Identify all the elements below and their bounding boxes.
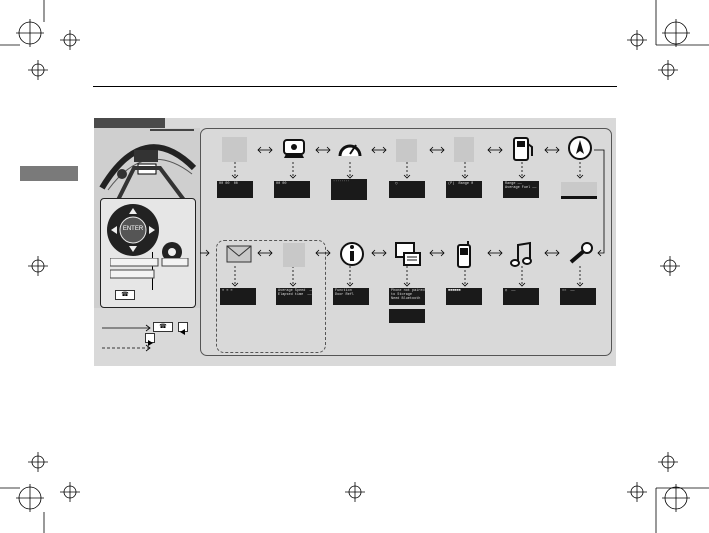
music-icon <box>510 241 532 267</box>
top-screen-4: ◯ <box>389 181 425 198</box>
button-rows <box>110 258 189 279</box>
bottom-screen-4b <box>389 309 425 323</box>
display-cycle-frame <box>200 128 612 356</box>
blank-icon <box>222 137 247 162</box>
blank-icon <box>454 137 474 162</box>
directional-pad[interactable] <box>106 203 160 257</box>
gauge-icon <box>338 144 362 157</box>
mobile-phone-icon <box>457 241 471 268</box>
legend-right-key-icon <box>145 333 155 346</box>
chapter-tab <box>20 166 78 181</box>
top-screen-6: Range —— Average Fuel —— <box>503 181 539 198</box>
envelope-icon <box>226 245 252 263</box>
info-icon <box>340 242 364 266</box>
home-key-icon: ☎ <box>115 290 135 300</box>
legend-left-key-icon <box>178 322 188 335</box>
panel-title-tab <box>94 118 165 128</box>
blank-icon <box>283 243 305 267</box>
bottom-screen-6: ◎ —— <box>503 288 539 305</box>
bottom-screen-3: Function Door Refl <box>333 288 369 305</box>
phone-screen-icon <box>395 242 421 266</box>
enter-button-label[interactable]: ENTER <box>122 226 144 232</box>
top-screen-3: ········ <box>331 179 367 200</box>
bottom-screen-4: Phone not paired to Storage Need Bluetoo… <box>389 288 425 305</box>
optional-screens-group <box>216 240 326 353</box>
top-screen-7 <box>561 182 597 199</box>
legend-arrows <box>102 324 151 352</box>
bottom-screen-2: Average Speed —— Elapsed time —— <box>276 288 312 305</box>
bottom-screen-5: ■■■■■■ <box>446 288 482 305</box>
wrench-icon <box>569 242 593 264</box>
header-rule <box>93 86 617 87</box>
compass-icon <box>568 136 592 160</box>
blank-icon <box>396 139 417 162</box>
legend-home-key-icon: ☎ <box>153 322 173 332</box>
top-screen-5: (P) Range 0 <box>446 181 482 198</box>
home-button[interactable] <box>161 241 183 263</box>
top-screen-2: 00 00 <box>274 181 310 198</box>
speed-icon <box>283 139 305 158</box>
bottom-screen-1: ≡ ≡ ≡ <box>220 288 256 305</box>
bottom-screen-7: ≈≈ —— <box>560 288 596 305</box>
top-screen-1: 00 00 00 <box>217 181 253 198</box>
fuel-icon <box>513 137 533 161</box>
top-row-connectors <box>200 146 605 287</box>
